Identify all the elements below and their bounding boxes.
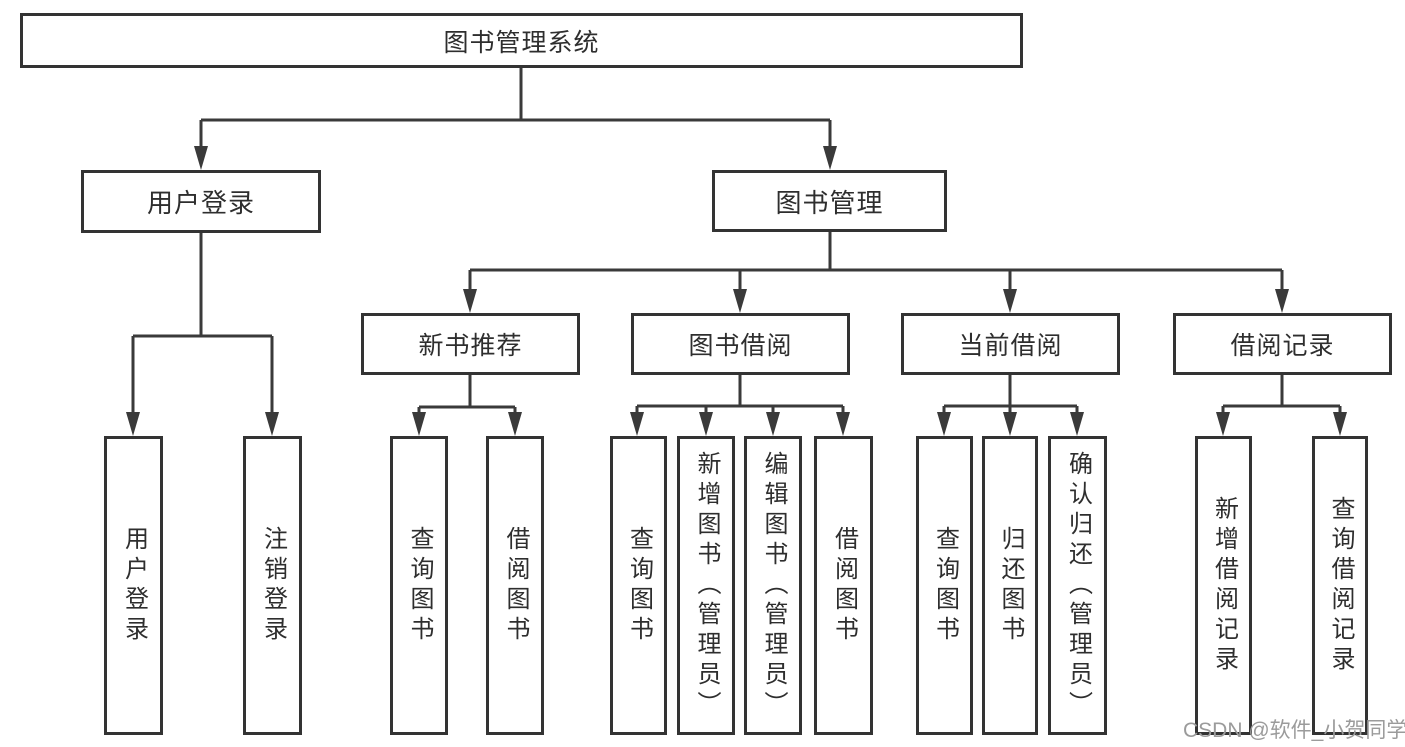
leaf-newbooks-borrow-label: 借阅图书 [502,525,529,646]
leaf-records-add: 新增借阅记录 [1195,436,1252,735]
leaf-logout-label: 注销登录 [259,525,287,646]
node-book-management: 图书管理 [712,170,947,232]
leaf-borrow-query-label: 查询图书 [625,525,653,646]
leaf-borrow-add-book-label: 新增图书（管理员） [693,450,720,721]
node-user-login: 用户登录 [81,170,321,233]
leaf-user-login: 用户登录 [104,436,163,735]
leaf-borrow-book: 借阅图书 [814,436,873,735]
connector-book-borrow [630,375,850,436]
node-current-borrow: 当前借阅 [901,313,1120,375]
leaf-borrow-book-label: 借阅图书 [830,525,858,646]
leaf-newbooks-query-label: 查询图书 [406,525,433,646]
node-book-borrow: 图书借阅 [631,313,850,375]
leaf-current-query-label: 查询图书 [931,525,959,646]
leaf-records-query: 查询借阅记录 [1312,436,1368,735]
node-book-borrow-label: 图书借阅 [688,332,793,360]
connector-new-books [412,375,522,436]
leaf-newbooks-borrow: 借阅图书 [486,436,544,735]
csdn-watermark: CSDN @软件_小贺同学 [1183,719,1405,742]
connector-user-login [126,233,279,436]
leaf-borrow-edit-book-label: 编辑图书（管理员） [760,450,787,721]
leaf-current-confirm-return-label: 确认归还（管理员） [1064,450,1092,721]
node-root-label: 图书管理系统 [443,28,600,57]
node-user-login-label: 用户登录 [146,188,255,218]
leaf-newbooks-query: 查询图书 [390,436,448,735]
leaf-current-query: 查询图书 [916,436,973,735]
leaf-borrow-add-book: 新增图书（管理员） [677,436,735,735]
leaf-logout: 注销登录 [243,436,302,735]
leaf-current-return-label: 归还图书 [997,525,1024,646]
node-new-books-label: 新书推荐 [418,332,523,360]
connector-current-borrow [937,375,1084,436]
leaf-current-confirm-return: 确认归还（管理员） [1048,436,1107,735]
connector-root-to-branches [194,68,837,170]
connector-borrow-records [1216,375,1347,436]
leaf-borrow-query: 查询图书 [610,436,667,735]
leaf-current-return: 归还图书 [982,436,1038,735]
leaf-records-add-label: 新增借阅记录 [1210,495,1238,676]
leaf-borrow-edit-book: 编辑图书（管理员） [744,436,802,735]
leaf-records-query-label: 查询借阅记录 [1327,495,1354,676]
leaf-user-login-label: 用户登录 [120,525,148,646]
connector-book-management [463,232,1289,313]
node-book-management-label: 图书管理 [775,187,884,218]
node-new-books: 新书推荐 [361,313,580,375]
node-root: 图书管理系统 [20,13,1023,68]
node-current-borrow-label: 当前借阅 [958,332,1063,360]
node-borrow-records: 借阅记录 [1173,313,1392,375]
node-borrow-records-label: 借阅记录 [1230,332,1335,360]
